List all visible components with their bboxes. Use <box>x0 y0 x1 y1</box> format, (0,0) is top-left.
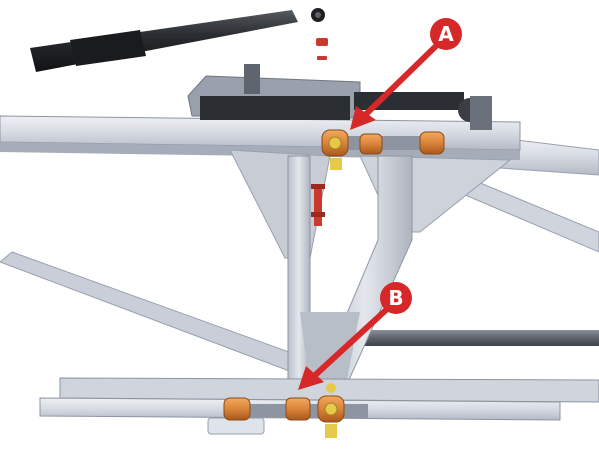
exploded-bushing-parts <box>316 38 328 60</box>
lower-horizontal-pipe <box>340 330 599 346</box>
upper-linkage-rod-ends <box>321 129 445 170</box>
callout-a-badge <box>430 18 462 50</box>
callout-a-arrowhead <box>350 106 376 130</box>
callout-b-badge <box>380 282 412 314</box>
callout-b-arrowhead <box>298 366 324 390</box>
lower-linkage-rod-ends <box>223 383 368 438</box>
callout-a: A <box>350 18 462 130</box>
upper-mounting-bracket <box>187 64 492 130</box>
hydraulic-cylinder <box>30 8 325 72</box>
rear-diagonal-tube-left <box>0 251 301 373</box>
callout-a-label: A <box>438 22 454 46</box>
callout-a-arrow <box>359 43 439 121</box>
callout-b-arrow <box>309 307 389 381</box>
callout-b-label: B <box>388 286 403 310</box>
vertical-link-rod <box>311 184 325 226</box>
callout-b: B <box>298 282 412 390</box>
